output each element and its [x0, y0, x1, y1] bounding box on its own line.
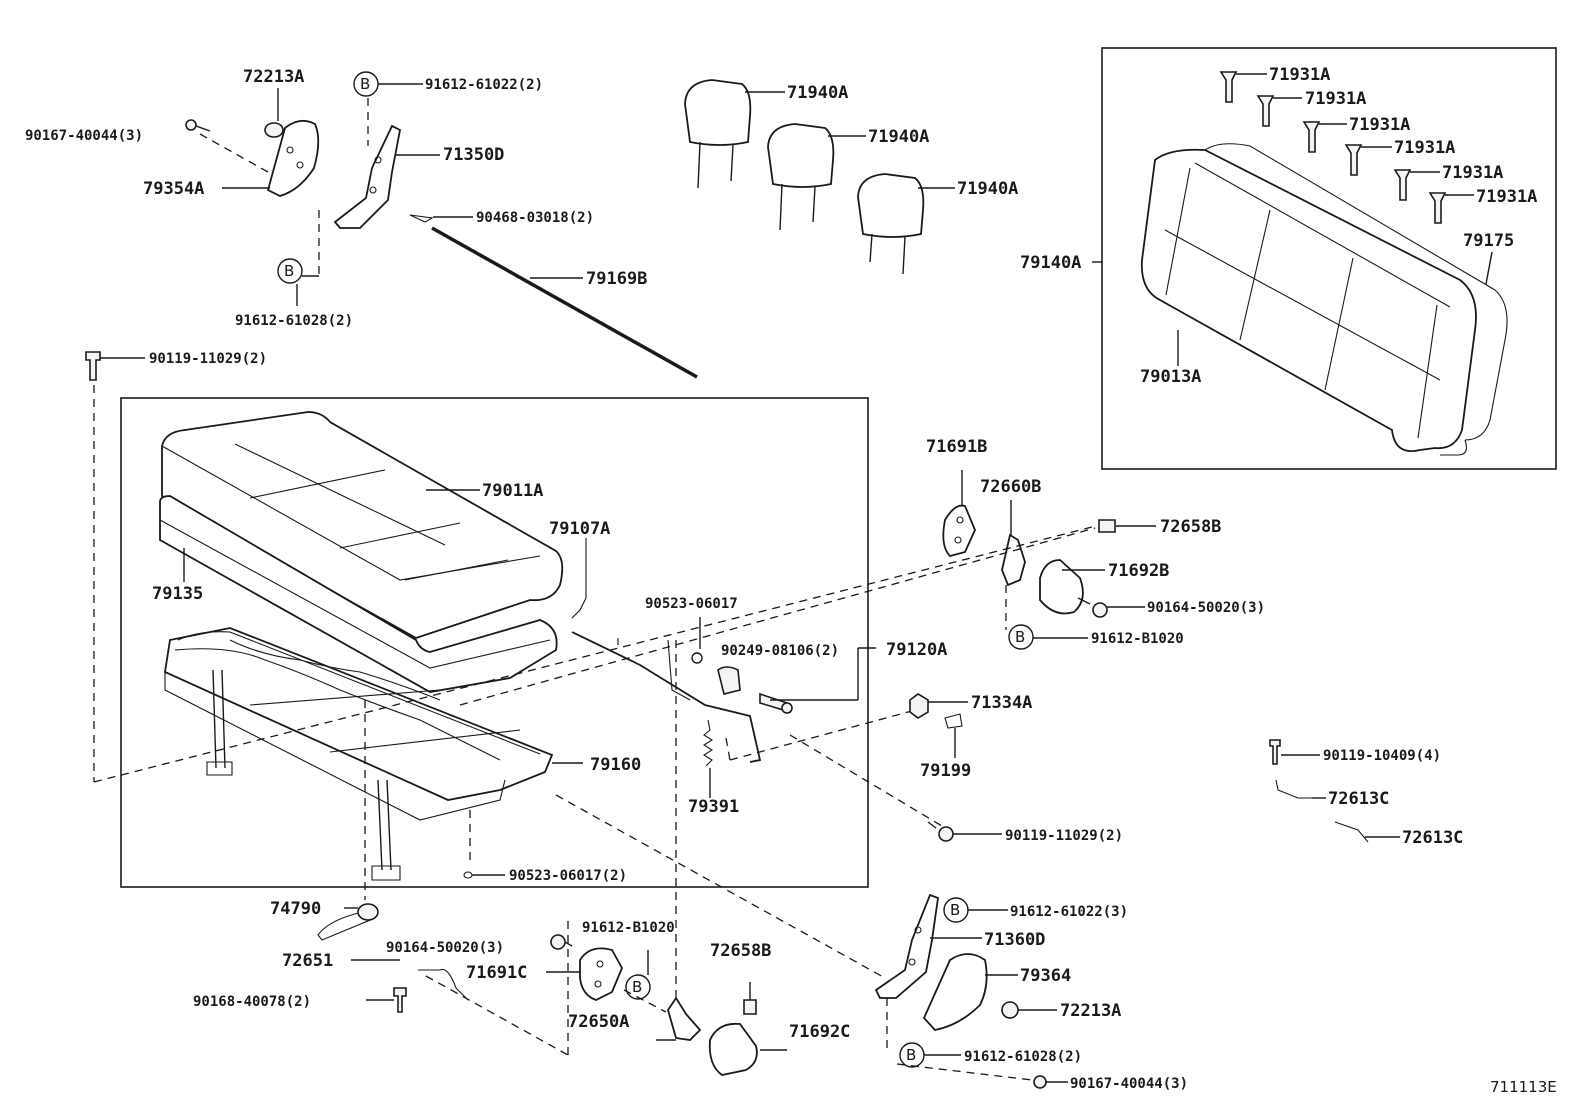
- label-71931A-6: 71931A: [1476, 187, 1537, 207]
- diagram-code: 711113E: [1490, 1078, 1557, 1096]
- bolt-left: [85, 351, 1093, 783]
- label-90164-50020-bot: 90164-50020(3): [386, 940, 504, 956]
- bottom-left-parts: B: [317, 640, 787, 1076]
- label-79140A: 79140A: [1020, 253, 1081, 273]
- label-71931A-2: 71931A: [1305, 89, 1366, 109]
- label-90523-06017-mid: 90523-06017: [645, 596, 738, 612]
- label-72650A: 72650A: [568, 1012, 629, 1032]
- ref-letter-b-1: B: [360, 75, 370, 93]
- label-79169B: 79169B: [586, 269, 647, 289]
- label-91612-61028-top: 91612-61028(2): [235, 313, 353, 329]
- label-90167-40044-bot: 90167-40044(3): [1070, 1076, 1188, 1092]
- label-72213A-bot: 72213A: [1060, 1001, 1121, 1021]
- hinge-assembly-bottom-right: B B: [555, 794, 1068, 1089]
- label-72658B-bot: 72658B: [710, 941, 771, 961]
- label-71931A-5: 71931A: [1442, 163, 1503, 183]
- ref-letter-b-3: B: [1015, 628, 1025, 646]
- seat-cushion-frame-box: [120, 397, 869, 888]
- label-90523-06017-bot: 90523-06017(2): [509, 868, 627, 884]
- label-71691B: 71691B: [926, 437, 987, 457]
- ref-letter-b-4: B: [632, 978, 642, 996]
- label-79391: 79391: [688, 797, 739, 817]
- label-72613C-2: 72613C: [1402, 828, 1463, 848]
- label-72660B: 72660B: [980, 477, 1041, 497]
- hinge-assembly-right-upper: B: [459, 470, 1156, 706]
- label-79175: 79175: [1463, 231, 1514, 251]
- nut-and-pad: [789, 693, 1002, 842]
- label-71940A-1: 71940A: [787, 83, 848, 103]
- label-79199: 79199: [920, 761, 971, 781]
- label-74790: 74790: [270, 899, 321, 919]
- label-90249-08106: 90249-08106(2): [721, 643, 839, 659]
- bolt-and-springs-right: [1269, 739, 1400, 843]
- label-79364: 79364: [1020, 966, 1071, 986]
- label-90119-11029-left: 90119-11029(2): [149, 351, 267, 367]
- label-90164-50020-right: 90164-50020(3): [1147, 600, 1265, 616]
- seat-cushion-assembly: [159, 411, 564, 693]
- label-71931A-4: 71931A: [1394, 138, 1455, 158]
- ref-letter-b-2: B: [284, 262, 294, 280]
- label-72651: 72651: [282, 951, 333, 971]
- label-79011A: 79011A: [482, 481, 543, 501]
- label-71931A-1: 71931A: [1269, 65, 1330, 85]
- seatback-assembly: [1092, 71, 1508, 456]
- label-79160: 79160: [590, 755, 641, 775]
- label-90119-10409: 90119-10409(4): [1323, 748, 1441, 764]
- label-72213A-top: 72213A: [243, 67, 304, 87]
- release-mechanism: [463, 538, 924, 879]
- label-72613C-1: 72613C: [1328, 789, 1389, 809]
- label-90168-40078: 90168-40078(2): [193, 994, 311, 1010]
- label-79013A: 79013A: [1140, 367, 1201, 387]
- label-71940A-2: 71940A: [868, 127, 929, 147]
- label-71692C: 71692C: [789, 1022, 850, 1042]
- label-79135: 79135: [152, 584, 203, 604]
- label-91612-B1020-bot: 91612-B1020: [582, 920, 675, 936]
- label-71360D: 71360D: [984, 930, 1045, 950]
- ref-letter-b-5: B: [950, 901, 960, 919]
- label-91612-61022-bot: 91612-61022(3): [1010, 904, 1128, 920]
- label-90468-03018: 90468-03018(2): [476, 210, 594, 226]
- headrests: [684, 79, 955, 275]
- label-90167-40044-top: 90167-40044(3): [25, 128, 143, 144]
- label-79120A: 79120A: [886, 640, 947, 660]
- label-72658B-top: 72658B: [1160, 517, 1221, 537]
- label-91612-61022-top: 91612-61022(2): [425, 77, 543, 93]
- label-91612-61028-bot: 91612-61028(2): [964, 1049, 1082, 1065]
- ref-letter-b-6: B: [906, 1046, 916, 1064]
- label-71350D: 71350D: [443, 145, 504, 165]
- part-labels: 72213A 91612-61022(2) 90167-40044(3) 713…: [25, 65, 1557, 1096]
- hinge-assembly-top-left: B B: [185, 71, 698, 379]
- label-90119-11029-right: 90119-11029(2): [1005, 828, 1123, 844]
- seatback-frame-box: [1101, 47, 1557, 470]
- label-71940A-3: 71940A: [957, 179, 1018, 199]
- label-71691C: 71691C: [466, 963, 527, 983]
- label-79107A: 79107A: [549, 519, 610, 539]
- label-79354A: 79354A: [143, 179, 204, 199]
- label-71334A: 71334A: [971, 693, 1032, 713]
- label-71931A-3: 71931A: [1349, 115, 1410, 135]
- label-91612-B1020-right: 91612-B1020: [1091, 631, 1184, 647]
- label-71692B: 71692B: [1108, 561, 1169, 581]
